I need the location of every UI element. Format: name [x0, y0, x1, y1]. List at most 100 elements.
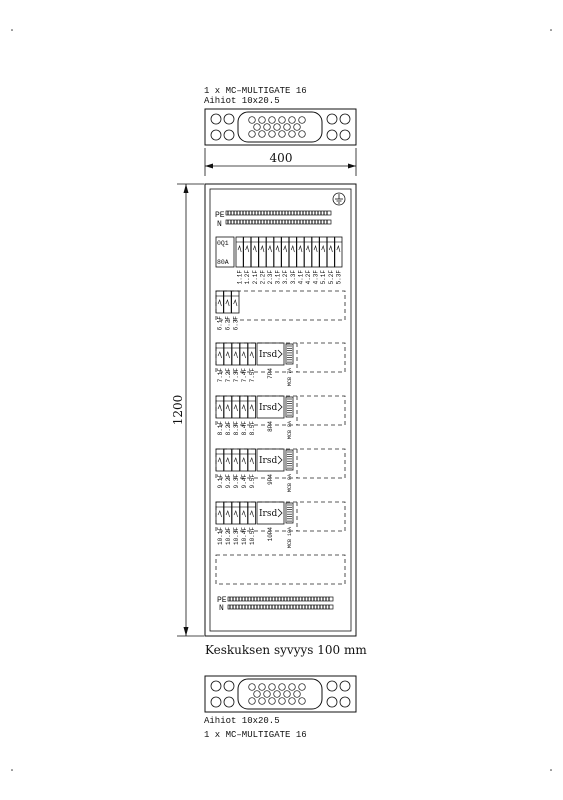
meter-tag: MCB 8A [287, 421, 293, 439]
breaker-label: 6.1F [217, 316, 224, 331]
row1-breaker: 4.3F [311, 236, 320, 285]
meter-label: 8P4 [267, 421, 274, 432]
breaker-label: 10.1F [217, 527, 224, 545]
row2-breaker: 6.2F [223, 290, 232, 330]
energy-meter [285, 343, 294, 365]
top-gland-blanks-label: Aihiot 10x20.5 [204, 96, 280, 106]
row1-breaker: 2.1F [250, 236, 259, 285]
enclosure [204, 183, 357, 637]
breaker-label: 5.2F [328, 270, 335, 285]
group-breaker: 8.4F [239, 395, 248, 436]
breaker-label: 1.1F [237, 270, 244, 285]
breaker-label: 9.3F [233, 474, 240, 489]
rcd-device: Irsd [256, 342, 285, 366]
row1-breaker: 5.2F [326, 236, 335, 285]
row1-breaker: 5.1F [319, 236, 327, 285]
breaker-label: 10.2F [225, 527, 232, 545]
energy-meter [285, 449, 294, 471]
bottom-gland-blanks-label: Aihiot 10x20.5 [204, 716, 280, 726]
group-breaker: 10.5F [247, 501, 256, 545]
depth-note: Keskuksen syvyys 100 mm [205, 643, 367, 657]
height-dimension [177, 183, 204, 637]
breaker-label: 8.1F [217, 421, 224, 436]
width-dimension [204, 148, 357, 176]
group-breaker: 10.4F [239, 501, 248, 545]
row1-breaker: 2.3F [265, 236, 274, 285]
top-pe-bus-label: PE [215, 211, 225, 220]
meter-label: 9P4 [267, 474, 274, 485]
row1-breaker: 1.2F [243, 236, 252, 285]
group-breaker: 7.3F [231, 342, 240, 383]
group-breaker: 9.1F [215, 448, 224, 489]
breaker-label: 10.4F [241, 527, 248, 545]
meter-tag: MCB 7A [287, 368, 293, 386]
rcd-device: Irsd [256, 395, 285, 419]
top-n-bus-label: N [217, 220, 222, 229]
breaker-label: 2.3F [267, 270, 274, 285]
group-breaker: 7.2F [223, 342, 232, 382]
breaker-label: 1.2F [244, 270, 251, 285]
group-breaker: 10.1F [215, 501, 224, 545]
row2-breaker: 6.1F [215, 290, 224, 331]
breaker-label: 3.1F [275, 270, 282, 285]
group-breaker: 7.5F [247, 342, 256, 383]
bottom-pe-busbar [227, 596, 334, 602]
group-rail-outline [215, 342, 346, 373]
main-switch [215, 236, 235, 268]
group-breaker: 7.4F [239, 342, 248, 383]
meter-tag: MCB 9A [287, 474, 293, 492]
breaker-label: 4.2F [305, 270, 312, 285]
row1-breaker: 3.1F [273, 236, 282, 285]
group-breaker: 9.3F [231, 448, 240, 489]
breaker-label: 2.1F [252, 270, 259, 285]
top-pe-busbar [225, 210, 332, 216]
breaker-label: 7.4F [241, 368, 248, 383]
breaker-label: 9.2F [225, 474, 232, 489]
breaker-label: 3.3F [290, 270, 297, 285]
top-n-busbar [225, 219, 332, 225]
group-breaker: 8.5F [247, 395, 256, 435]
group-breaker: 10.2F [223, 501, 232, 545]
breaker-label: 8.2F [225, 421, 232, 436]
group-breaker: 9.4F [239, 448, 248, 488]
breaker-label: 9.1F [217, 474, 224, 489]
breaker-label: 8.3F [233, 421, 240, 436]
group-breaker: 7.1F [215, 342, 224, 383]
breaker-label: 3.2F [282, 270, 289, 285]
height-dimension-label: 1200 [171, 395, 185, 426]
breaker-label: 8.4F [241, 421, 248, 436]
group-rail-outline [215, 395, 346, 426]
rcd-label: Irsd [259, 509, 277, 519]
breaker-label: 4.1F [297, 270, 304, 285]
breaker-label: 2.2F [259, 270, 266, 285]
breaker-label: 4.3F [313, 270, 320, 285]
energy-meter [285, 396, 294, 418]
row1-breaker: 3.3F [288, 236, 297, 285]
group-breaker: 8.3F [231, 395, 240, 436]
row1-breaker: 4.2F [303, 236, 312, 285]
spare-rail-outline [215, 554, 346, 585]
bottom-cable-gland [204, 675, 357, 713]
main-switch-label: 0Q1 [217, 240, 229, 247]
top-cable-gland [204, 108, 357, 146]
breaker-label: 5.1F [320, 270, 327, 285]
group-breaker: 8.1F [215, 395, 224, 436]
bottom-n-busbar [227, 604, 334, 610]
row1-breaker: 4.1F [296, 236, 304, 285]
bottom-gland-qty-label: 1 x MC–MULTIGATE 16 [204, 730, 307, 740]
corner-marks [11, 29, 552, 771]
breaker-label: 7.5F [249, 368, 256, 383]
row2-breaker: 6.3F [231, 290, 240, 330]
breaker-label: 10.3F [233, 527, 240, 545]
bottom-pe-bus-label: PE [217, 596, 227, 605]
row1-breaker: 3.2F [281, 236, 289, 285]
breaker-label: 7.1F [217, 368, 224, 383]
main-switch-rating: 80A [217, 259, 229, 266]
breaker-label: 7.3F [233, 368, 240, 383]
row1-breaker: 5.3F [334, 236, 342, 284]
